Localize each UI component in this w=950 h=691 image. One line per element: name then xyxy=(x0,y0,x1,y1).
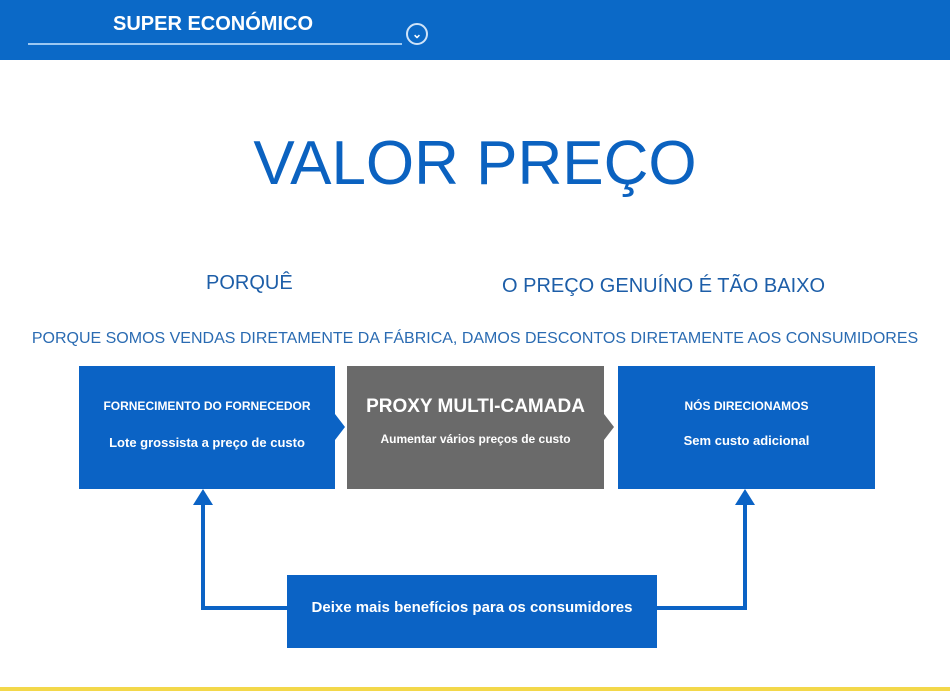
connector-line xyxy=(201,606,291,610)
footer-accent-line xyxy=(0,687,950,691)
box-heading: PROXY MULTI-CAMADA xyxy=(366,396,585,417)
chevron-down-icon[interactable]: ⌄ xyxy=(406,23,428,45)
arrow-up-icon xyxy=(193,489,213,505)
claim-text: O PREÇO GENUÍNO É TÃO BAIXO xyxy=(502,275,826,297)
page-title: VALOR PREÇO xyxy=(253,129,697,198)
box-text: Sem custo adicional xyxy=(683,433,810,448)
connector-line xyxy=(201,500,205,610)
arrow-right-icon xyxy=(335,414,345,440)
box-text: Aumentar vários preços de custo xyxy=(380,432,571,446)
connector-line xyxy=(743,500,747,610)
proxy-box: PROXY MULTI-CAMADA Aumentar vários preço… xyxy=(347,366,604,489)
arrow-up-icon xyxy=(735,489,755,505)
header-underline xyxy=(28,43,402,45)
box-heading: NÓS DIRECIONAMOS xyxy=(684,399,809,413)
connector-line xyxy=(655,606,747,610)
box-text: Lote grossista a preço de custo xyxy=(109,435,305,450)
header-bar: SUPER ECONÓMICO ⌄ xyxy=(0,0,950,60)
benefit-box: Deixe mais benefícios para os consumidor… xyxy=(287,575,657,648)
header-title: SUPER ECONÓMICO xyxy=(113,13,314,35)
why-label: PORQUÊ xyxy=(206,272,293,294)
explanation-text: PORQUE SOMOS VENDAS DIRETAMENTE DA FÁBRI… xyxy=(31,330,919,347)
supplier-box: FORNECIMENTO DO FORNECEDOR Lote grossist… xyxy=(79,366,335,489)
arrow-right-icon xyxy=(604,414,614,440)
direct-box: NÓS DIRECIONAMOS Sem custo adicional xyxy=(618,366,875,489)
box-heading: FORNECIMENTO DO FORNECEDOR xyxy=(103,399,311,413)
